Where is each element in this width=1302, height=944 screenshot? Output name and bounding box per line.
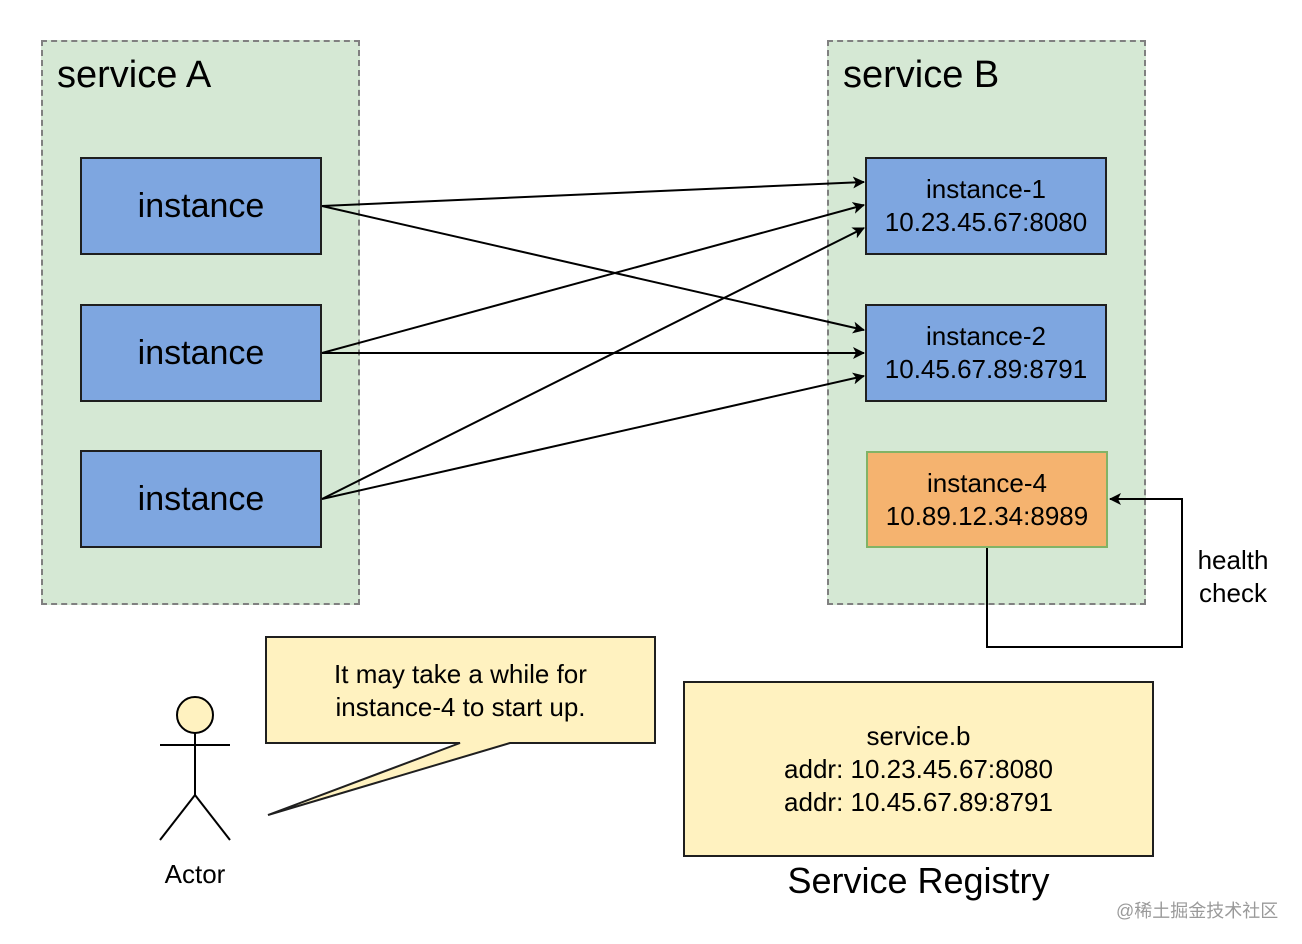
instance-name: instance-4 bbox=[927, 467, 1047, 498]
registry-line-addr-2: addr: 10.45.67.89:8791 bbox=[784, 786, 1053, 817]
service-b-title: service B bbox=[843, 54, 1000, 96]
service-a-instance-3[interactable]: instance bbox=[80, 450, 322, 548]
speech-line-2: instance-4 to start up. bbox=[335, 692, 586, 722]
arrow-a3-to-b2 bbox=[321, 372, 865, 500]
actor-head bbox=[176, 696, 214, 734]
service-registry-caption: Service Registry bbox=[787, 860, 1050, 901]
health-check-arrow bbox=[986, 493, 1183, 648]
arrow-a3-to-b1 bbox=[321, 227, 865, 500]
instance-address: 10.23.45.67:8080 bbox=[884, 207, 1088, 237]
service-b-instance-2[interactable]: instance-2 10.45.67.89:8791 bbox=[865, 304, 1107, 402]
service-a-instance-label: instance bbox=[137, 186, 265, 225]
speech-line-1: It may take a while for bbox=[334, 659, 587, 689]
service-b-instance-1[interactable]: instance-1 10.23.45.67:8080 bbox=[865, 157, 1107, 255]
service-a-instance-1[interactable]: instance bbox=[80, 157, 322, 255]
health-check-label: health check bbox=[1185, 544, 1281, 610]
arrow-a1-to-b1 bbox=[321, 176, 865, 207]
service-a-instance-label: instance bbox=[137, 479, 265, 518]
speech-bubble bbox=[265, 636, 656, 816]
actor-figure bbox=[159, 696, 231, 841]
arrow-a1-to-b2 bbox=[321, 205, 865, 334]
instance-name: instance-2 bbox=[926, 321, 1046, 351]
speech-text: It may take a while for instance-4 to st… bbox=[266, 658, 655, 724]
service-a-instance-label: instance bbox=[137, 333, 265, 372]
service-b-instance-4[interactable]: instance-4 10.89.12.34:8989 bbox=[866, 451, 1108, 548]
registry-line-service: service.b bbox=[866, 720, 971, 751]
actor-label: Actor bbox=[164, 859, 226, 889]
service-a-title: service A bbox=[57, 54, 212, 96]
instance-address: 10.45.67.89:8791 bbox=[884, 354, 1088, 384]
registry-line-addr-1: addr: 10.23.45.67:8080 bbox=[784, 753, 1053, 784]
arrow-a2-to-b1 bbox=[321, 202, 865, 354]
instance-name: instance-1 bbox=[926, 174, 1046, 204]
health-check-line-1: health bbox=[1197, 545, 1269, 575]
service-a-instance-2[interactable]: instance bbox=[80, 304, 322, 402]
instance-address: 10.89.12.34:8989 bbox=[885, 500, 1089, 531]
service-registry-box: service.b addr: 10.23.45.67:8080 addr: 1… bbox=[683, 681, 1154, 857]
health-check-line-2: check bbox=[1199, 578, 1267, 608]
watermark: @稀土掘金技术社区 bbox=[1116, 901, 1279, 921]
call-arrows bbox=[321, 176, 865, 500]
